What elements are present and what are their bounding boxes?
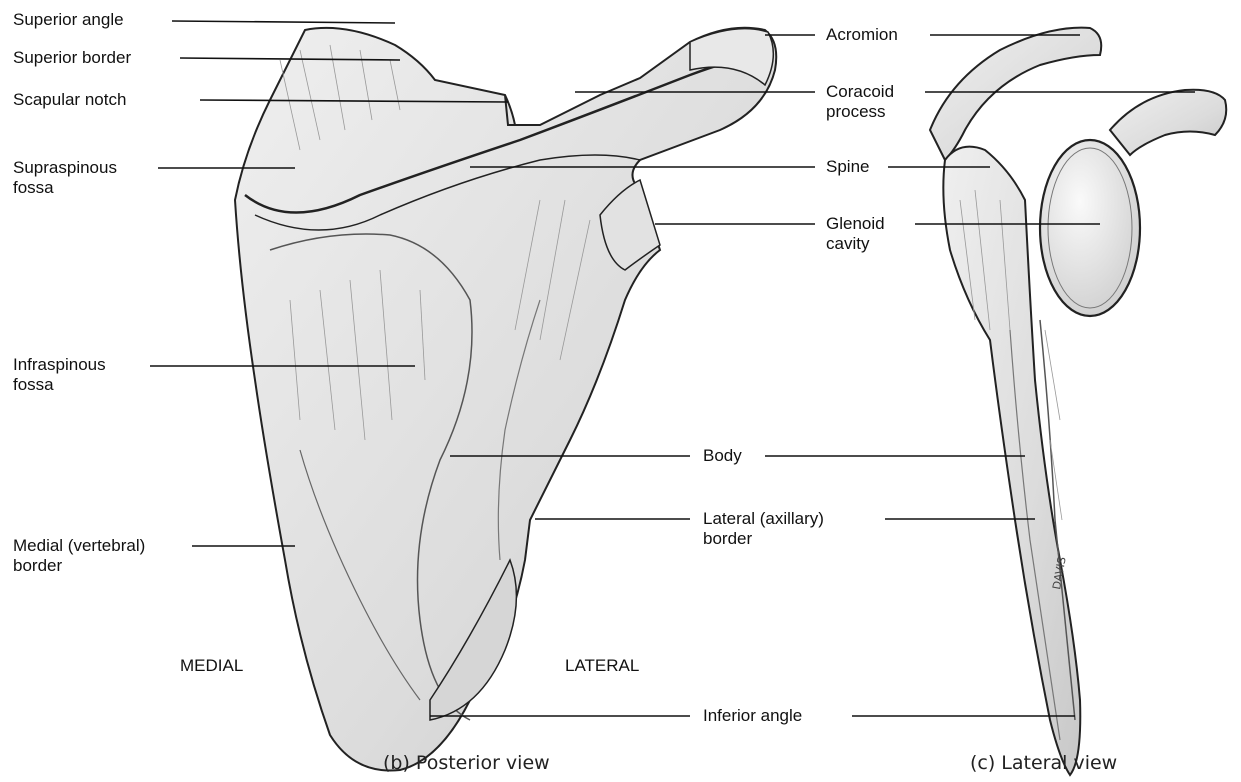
label-infraspinous-line1: Infraspinous — [13, 355, 106, 375]
label-glenoid-line2: cavity — [826, 234, 885, 254]
label-lateral-border-line2: border — [703, 529, 824, 549]
label-scapular-notch: Scapular notch — [13, 90, 126, 110]
label-medial-side: MEDIAL — [180, 656, 243, 676]
label-infraspinous-fossa: Infraspinous fossa — [13, 355, 106, 395]
caption-posterior-view: (b) Posterior view — [383, 752, 550, 774]
label-coracoid-line1: Coracoid — [826, 82, 894, 102]
lateral-scapula-drawing — [930, 28, 1226, 775]
label-spine: Spine — [826, 157, 869, 177]
label-supraspinous-fossa: Supraspinous fossa — [13, 158, 117, 198]
label-lateral-border: Lateral (axillary) border — [703, 509, 824, 549]
caption-lateral-view: (c) Lateral view — [970, 752, 1117, 774]
posterior-scapula-drawing — [235, 28, 776, 771]
label-superior-angle: Superior angle — [13, 10, 124, 30]
label-infraspinous-line2: fossa — [13, 375, 106, 395]
label-coracoid-process: Coracoid process — [826, 82, 894, 122]
label-acromion: Acromion — [826, 25, 898, 45]
label-glenoid-cavity: Glenoid cavity — [826, 214, 885, 254]
label-inferior-angle: Inferior angle — [703, 706, 802, 726]
label-glenoid-line1: Glenoid — [826, 214, 885, 234]
label-superior-border: Superior border — [13, 48, 131, 68]
label-supraspinous-line1: Supraspinous — [13, 158, 117, 178]
label-medial-border: Medial (vertebral) border — [13, 536, 145, 576]
label-medial-border-line1: Medial (vertebral) — [13, 536, 145, 556]
label-medial-border-line2: border — [13, 556, 145, 576]
label-coracoid-line2: process — [826, 102, 894, 122]
label-lateral-side: LATERAL — [565, 656, 639, 676]
label-supraspinous-line2: fossa — [13, 178, 117, 198]
label-lateral-border-line1: Lateral (axillary) — [703, 509, 824, 529]
label-body: Body — [703, 446, 742, 466]
